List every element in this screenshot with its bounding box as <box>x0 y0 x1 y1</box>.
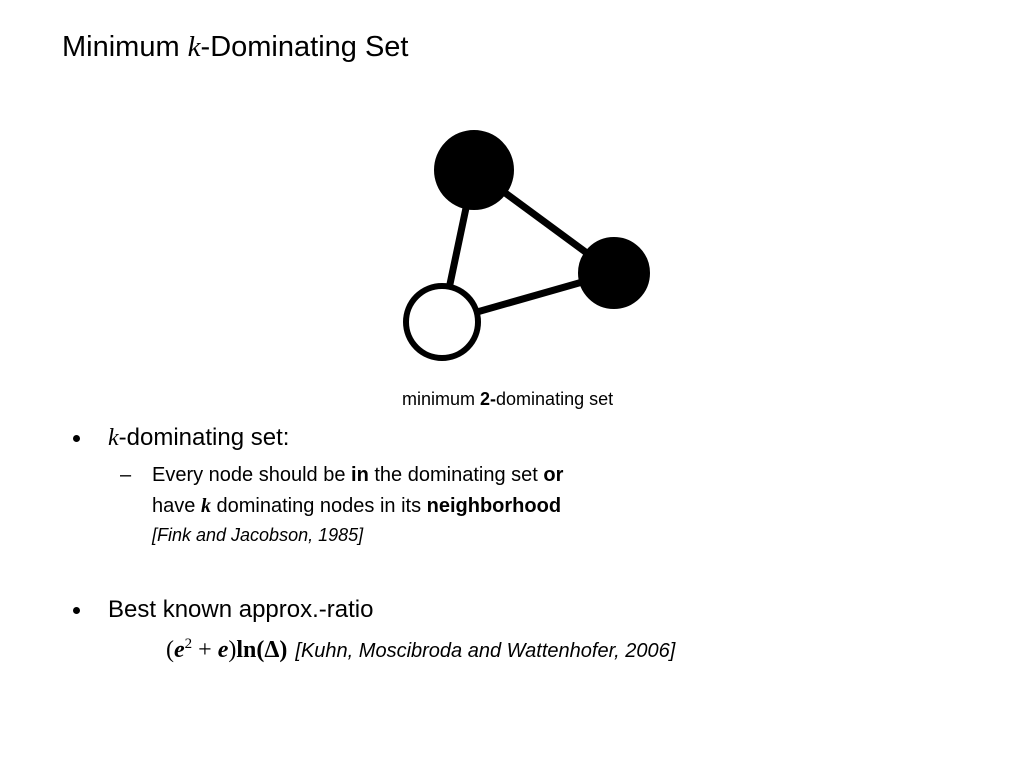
bullet-approx-ratio: Best known approx.-ratio <box>108 596 374 623</box>
formula-open-paren: ( <box>166 637 174 663</box>
formula-e-2: e <box>217 637 229 663</box>
sub-line1-a: Every node should be <box>152 464 352 486</box>
node-top-dominating <box>434 130 514 210</box>
diagram-caption: minimum 2-dominating set <box>402 388 613 410</box>
sub-line1-in: in <box>351 464 369 486</box>
formula-delta: (Δ) <box>256 637 288 663</box>
sub-line2-a: have <box>152 495 201 517</box>
node-right-dominating <box>578 237 650 309</box>
formula-close-paren: ) <box>228 637 237 663</box>
citation-fink-jacobson: [Fink and Jacobson, 1985] <box>152 525 364 545</box>
approx-ratio-formula-line: (e2 + e)ln(Δ)[Kuhn, Moscibroda and Watte… <box>166 628 675 667</box>
bullet-dot-2 <box>73 607 80 614</box>
sub-line1-c: the dominating set <box>368 464 544 486</box>
slide-title: Minimum k-Dominating Set <box>62 28 408 66</box>
caption-bold: 2- <box>480 389 497 409</box>
title-variable-k: k <box>187 31 201 63</box>
formula-plus: + <box>192 637 218 663</box>
bullet-k-dominating-set: k-dominating set: <box>108 423 289 453</box>
bullet-dot-1 <box>73 435 80 442</box>
node-bottom-left-non-dominating <box>403 283 481 361</box>
sub-bullet-line-2: have k dominating nodes in its neighborh… <box>152 491 561 521</box>
title-suffix: -Dominating Set <box>200 31 409 63</box>
citation-kuhn-moscibroda-wattenhofer: [Kuhn, Moscibroda and Wattenhofer, 2006] <box>295 640 676 662</box>
sub-line2-neighborhood: neighborhood <box>426 495 562 517</box>
sub-line2-variable-k: k <box>200 495 211 517</box>
k-dominating-graph-diagram <box>403 130 650 361</box>
sub-line2-b: dominating nodes in its <box>210 495 427 517</box>
caption-suffix: dominating set <box>496 389 614 409</box>
sub-bullet-dash: – <box>120 464 132 486</box>
bullet-variable-k: k <box>108 425 119 451</box>
sub-bullet-line-1: Every node should be in the dominating s… <box>152 460 563 490</box>
sub-line1-or: or <box>543 464 564 486</box>
formula-e-1: e <box>174 637 185 663</box>
formula-ln: ln <box>236 637 257 663</box>
caption-prefix: minimum <box>402 389 481 409</box>
formula-superscript: 2 <box>184 636 193 652</box>
bullet-1-text: -dominating set: <box>118 424 290 451</box>
title-prefix: Minimum <box>62 31 188 63</box>
